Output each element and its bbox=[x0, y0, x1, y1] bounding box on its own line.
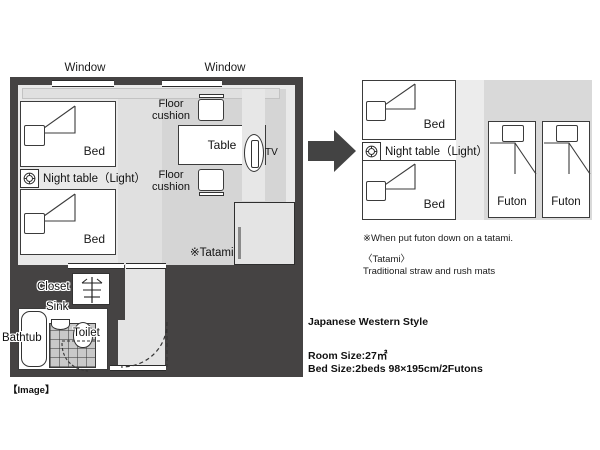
panel-night-table-label: Night table（Light） bbox=[385, 146, 488, 158]
futon-quilt-fold-icon bbox=[490, 142, 537, 175]
table-label: Table bbox=[207, 138, 237, 152]
panel-bed-label: Bed bbox=[423, 197, 445, 211]
floor-plan: Bed Night table（Light） bbox=[2, 77, 303, 377]
lamp-icon-glyph bbox=[365, 145, 378, 157]
hanger-rail-icon bbox=[81, 277, 103, 303]
image-caption: 【Image】 bbox=[8, 385, 55, 396]
window-label-left: Window bbox=[64, 62, 106, 74]
tv-unit bbox=[244, 134, 264, 172]
lamp-icon bbox=[20, 168, 39, 188]
pillow bbox=[24, 213, 45, 234]
night-table: Night table（Light） bbox=[20, 168, 160, 188]
window-bar-left bbox=[52, 80, 114, 87]
tatami-zone-inner bbox=[118, 89, 162, 265]
window-ledge bbox=[22, 88, 280, 99]
corridor-alcove bbox=[118, 320, 165, 369]
cushion-edge-top bbox=[199, 94, 224, 98]
bed-label: Bed bbox=[83, 232, 105, 246]
pillow bbox=[366, 181, 386, 201]
night-table-label: Night table（Light） bbox=[43, 173, 146, 185]
room-size: Room Size:27㎡ bbox=[308, 350, 388, 362]
pillow bbox=[24, 125, 45, 146]
style-title: Japanese Western Style bbox=[308, 316, 429, 328]
bed-label: Bed bbox=[83, 144, 105, 158]
entry-door-swing-icon bbox=[120, 322, 168, 368]
panel-night-table: Night table（Light） bbox=[362, 141, 502, 161]
futon-label: Futon bbox=[497, 196, 527, 208]
cushion-edge-bottom bbox=[199, 192, 224, 196]
pillow bbox=[366, 101, 386, 121]
futon-note: ※When put futon down on a tatami. bbox=[363, 233, 514, 244]
bed-size: Bed Size:2beds 98×195cm/2Futons bbox=[308, 363, 483, 375]
closet-hanger bbox=[72, 273, 110, 305]
panel-bed-label: Bed bbox=[423, 117, 445, 131]
door-bar-upper bbox=[68, 263, 124, 269]
entry-closet bbox=[234, 202, 295, 265]
lamp-icon bbox=[362, 141, 381, 161]
bathtub-label: Bathtub bbox=[2, 332, 42, 344]
tatami-label: ※Tatami bbox=[190, 247, 234, 259]
closet-label: Closet bbox=[37, 281, 70, 293]
floor-cushion-label-bottom: Floor cushion bbox=[152, 169, 190, 193]
tv-screen bbox=[251, 140, 259, 168]
bed-top: Bed bbox=[20, 101, 116, 167]
futon-right: Futon bbox=[542, 121, 591, 218]
tv-label: TV bbox=[265, 147, 278, 158]
pillow bbox=[556, 125, 578, 142]
futon-layout-panel: Bed Night table（Light） bbox=[362, 80, 592, 220]
panel-bed-bottom: Bed bbox=[362, 160, 456, 220]
lamp-icon-glyph bbox=[23, 172, 36, 184]
door-bar-lower bbox=[110, 365, 166, 371]
floor-cushion-bottom bbox=[198, 169, 224, 191]
tatami-definition: Traditional straw and rush mats bbox=[363, 266, 496, 277]
transition-arrow-icon bbox=[308, 130, 356, 172]
futon-quilt-fold-icon bbox=[544, 142, 591, 175]
tatami-term: 〈Tatami〉 bbox=[363, 254, 410, 265]
floor-cushion-top bbox=[198, 99, 224, 121]
toilet-label: Toilet bbox=[73, 327, 100, 339]
pillow bbox=[502, 125, 524, 142]
bed-bottom: Bed bbox=[20, 189, 116, 255]
bath-door-swing-icon bbox=[61, 340, 100, 372]
door-bar-upper2 bbox=[126, 263, 166, 269]
panel-bed-top: Bed bbox=[362, 80, 456, 140]
window-label-right: Window bbox=[204, 62, 246, 74]
sink bbox=[51, 319, 70, 330]
futon-label: Futon bbox=[551, 196, 581, 208]
closet-handle bbox=[238, 227, 241, 259]
window-bar-right bbox=[162, 80, 222, 87]
bathtub bbox=[21, 311, 47, 367]
futon-left: Futon bbox=[488, 121, 537, 218]
floor-cushion-label-top: Floor cushion bbox=[152, 98, 190, 122]
tatami-strip-light bbox=[456, 80, 484, 220]
sink-label: Sink bbox=[46, 301, 69, 313]
